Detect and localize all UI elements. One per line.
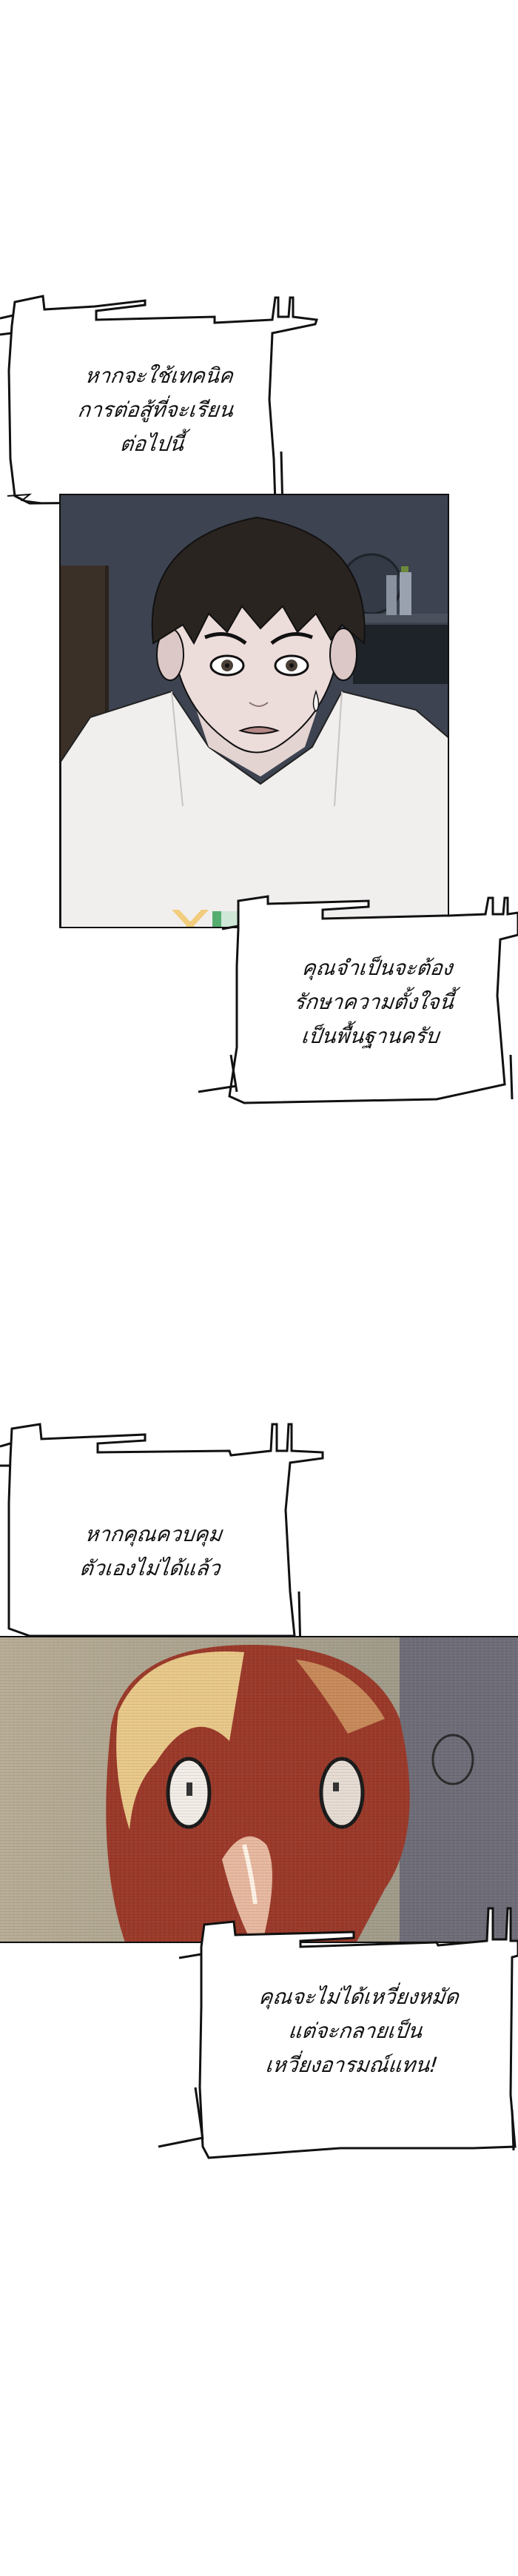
panel-2-rooster-face	[0, 1636, 518, 1943]
caption-frame-1	[0, 295, 319, 511]
caption-3-line-2: ตัวเองไม่ได้แล้ว	[78, 1556, 222, 1580]
sweat-drop-shape	[312, 689, 320, 713]
mouth-shape	[238, 726, 280, 734]
caption-box-4: คุณจะไม่ได้เหวี่ยงหมัด แต่จะกลายเป็น เหว…	[148, 1902, 518, 2184]
panel-1-shocked-man	[59, 494, 449, 928]
caption-1-text: หากจะใช้เทคนิค การต่อสู้ที่จะเรียน ต่อไป…	[24, 359, 287, 461]
caption-frame-2	[198, 895, 518, 1104]
panel-2-illustration	[0, 1637, 518, 1942]
caption-3-text: หากคุณควบคุม ตัวเองไม่ได้แล้ว	[26, 1517, 278, 1586]
caption-frame-4	[158, 1907, 518, 2159]
bottle-shape	[386, 575, 397, 615]
caption-4-line-3: เหวี่ยงอารมณ์แทน!	[264, 2053, 440, 2077]
caption-4-text: คุณจะไม่ได้เหวี่ยงหมัด แต่จะกลายเป็น เหว…	[209, 1980, 502, 2082]
caption-box-2: คุณจำเป็นจะต้อง รักษาความตั้งใจนี้ เป็นพ…	[185, 877, 518, 1107]
caption-3-line-1: หากคุณควบคุม	[84, 1522, 223, 1546]
caption-4-line-2: แต่จะกลายเป็น	[287, 2019, 423, 2043]
caption-2-text: คุณจำเป็นจะต้อง รักษาความตั้งใจนี้ เป็นพ…	[246, 951, 502, 1053]
caption-1-line-1: หากจะใช้เทคนิค	[84, 363, 235, 388]
caption-1-line-2: การต่อสู้ที่จะเรียน	[76, 398, 235, 422]
caption-1-line-3: ต่อไปนี้	[118, 432, 185, 456]
caption-box-1: หากจะใช้เทคนิค การต่อสู้ที่จะเรียน ต่อไป…	[0, 281, 326, 518]
caption-2-line-2: รักษาความตั้งใจนี้	[292, 990, 455, 1014]
hair-shape	[151, 516, 366, 645]
caption-2-line-3: เป็นพื้นฐานครับ	[300, 1024, 440, 1048]
caption-4-line-1: คุณจะไม่ได้เหวี่ยงหมัด	[258, 1985, 460, 2009]
caption-2-line-1: คุณจำเป็นจะต้อง	[300, 956, 454, 980]
panel-1-illustration	[61, 495, 448, 927]
caption-box-3: หากคุณควบคุม ตัวเองไม่ได้แล้ว	[0, 1414, 326, 1651]
